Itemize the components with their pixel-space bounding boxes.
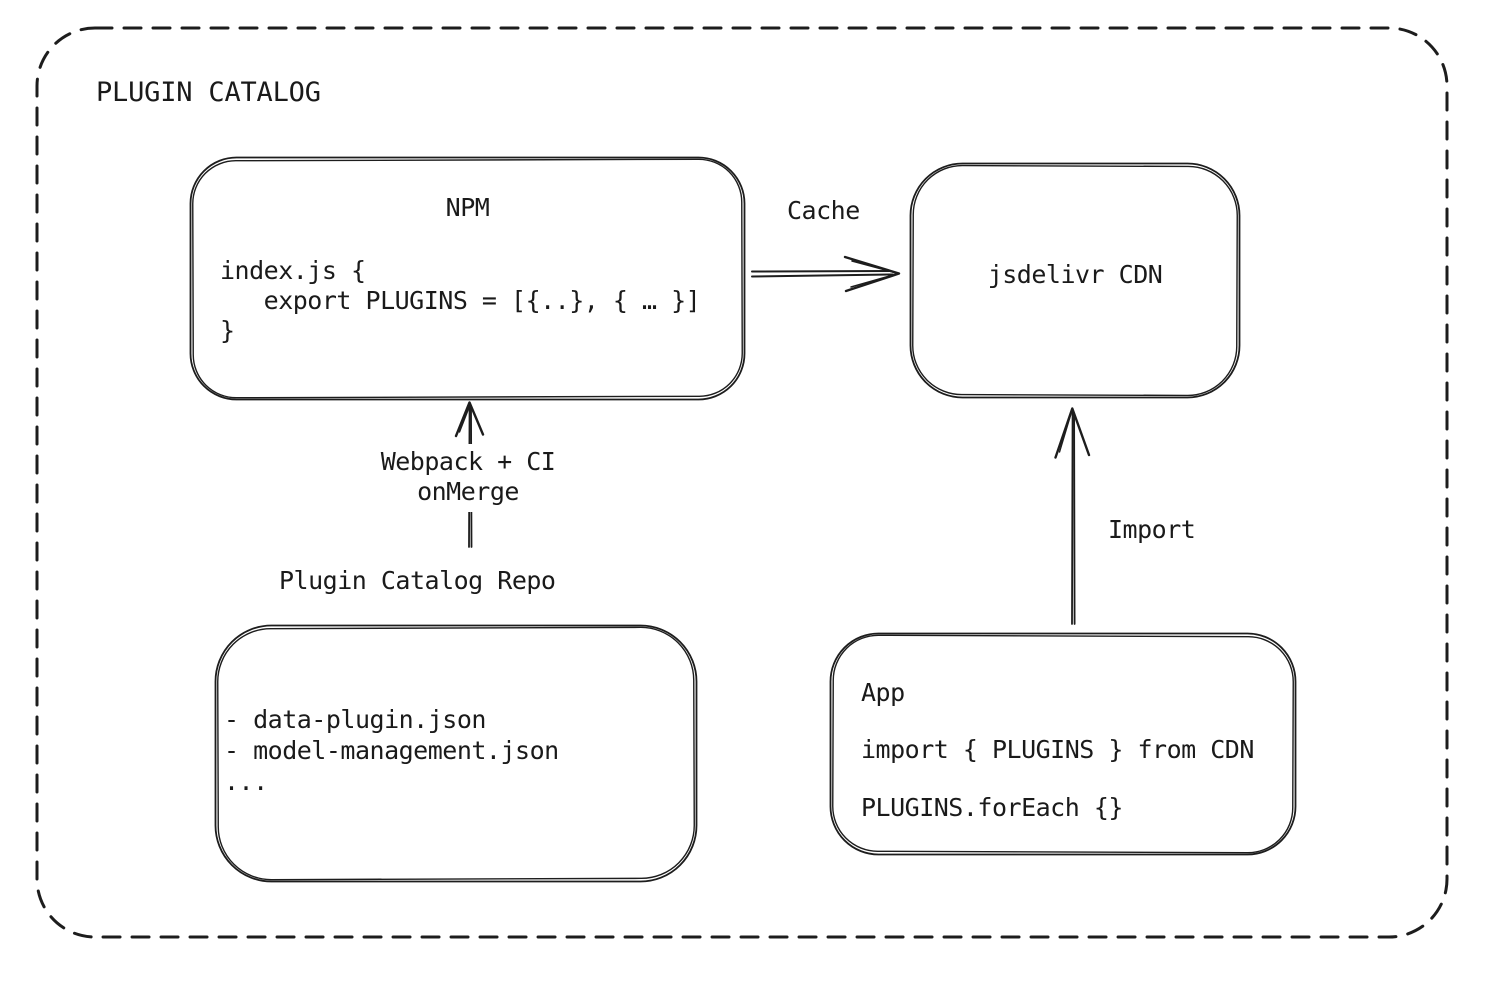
cache-edge-label: Cache [787, 196, 860, 225]
catalog-boundary-box [35, 26, 1449, 939]
build-edge-label: Webpack + CI onMerge [348, 444, 588, 512]
npm-node-code: index.js { export PLUGINS = [{..}, { … }… [220, 256, 701, 345]
app-node-foreach-line: PLUGINS.forEach {} [861, 793, 1123, 822]
cdn-box [909, 162, 1241, 399]
app-node-import-line: import { PLUGINS } from CDN [861, 735, 1254, 764]
diagram-title: PLUGIN CATALOG [96, 77, 321, 108]
npm-node-title: NPM [445, 193, 490, 222]
repo-node-files: - data-plugin.json - model-management.js… [224, 705, 559, 796]
import-arrow [1054, 407, 1091, 625]
cache-arrow [751, 255, 901, 293]
cdn-node-title: jsdelivr CDN [987, 260, 1163, 289]
app-box [829, 632, 1297, 856]
repo-node-title: Plugin Catalog Repo [279, 566, 556, 595]
repo-box [214, 624, 698, 883]
npm-box [189, 156, 746, 401]
app-node-title: App [861, 678, 905, 707]
import-edge-label: Import [1108, 515, 1196, 544]
